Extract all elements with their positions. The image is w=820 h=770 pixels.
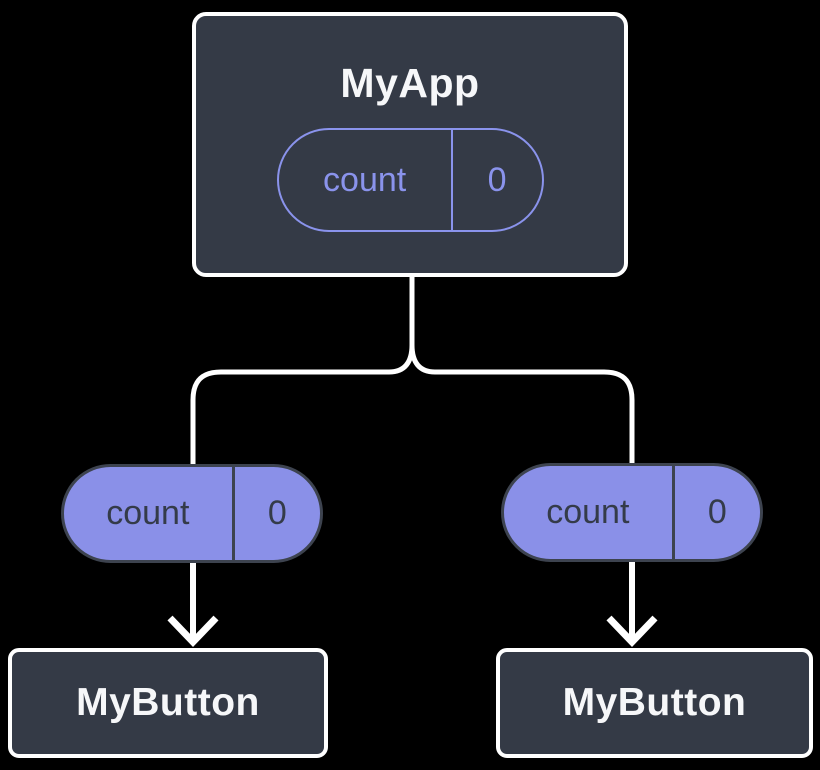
app-component-card: MyApp count 0 xyxy=(192,12,628,277)
state-pill-value: 0 xyxy=(487,160,507,199)
prop-pill-right: count 0 xyxy=(501,463,763,562)
arrow-down-icon xyxy=(606,561,658,648)
connector-root-to-left xyxy=(190,275,415,464)
button-component-card-right: MyButton xyxy=(496,648,813,758)
state-pill-label: count xyxy=(279,130,453,230)
button-card-title: MyButton xyxy=(562,681,747,724)
prop-pill-label: count xyxy=(64,467,235,560)
arrow-down-icon xyxy=(167,561,219,648)
state-pill: count 0 xyxy=(276,128,544,232)
prop-pill-left: count 0 xyxy=(61,464,323,563)
button-component-card-left: MyButton xyxy=(8,648,328,758)
prop-pill-label: count xyxy=(504,466,675,559)
app-card-title: MyApp xyxy=(340,60,480,106)
prop-pill-value: 0 xyxy=(267,494,287,532)
button-card-title: MyButton xyxy=(76,681,260,724)
connector-root-to-right xyxy=(409,275,635,464)
prop-pill-value: 0 xyxy=(707,493,727,531)
